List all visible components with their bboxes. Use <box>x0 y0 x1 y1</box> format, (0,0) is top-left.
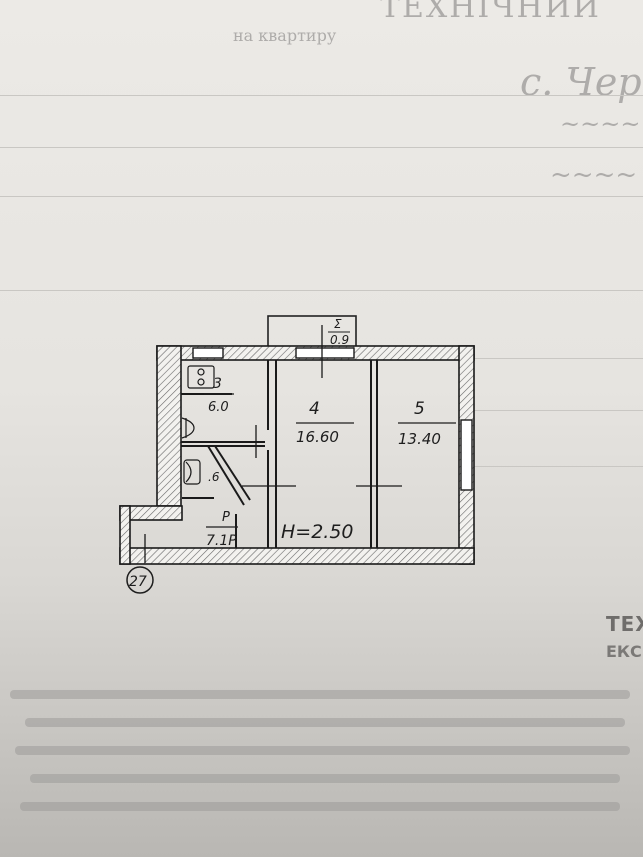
handwritten-line-2: ~~~~ <box>560 110 641 138</box>
section-subtitle: ЕКСПЛІКАЦІЯ <box>606 642 643 661</box>
room-4-label: 4 16.60 <box>296 399 354 446</box>
door-marks <box>144 325 402 563</box>
balcony-area: 0.9 <box>330 333 349 347</box>
room-3-label: 3 6.0 <box>204 376 234 415</box>
room-7-label: P 7.1P <box>206 510 238 549</box>
header-subtitle: на квартиру <box>233 26 337 45</box>
form-line <box>470 410 643 411</box>
room-area: 6.0 <box>208 400 229 415</box>
room-number: 5 <box>414 399 425 419</box>
room-6-label: .6 <box>208 470 220 484</box>
room-5-label: 5 13.40 <box>398 399 456 448</box>
room-number: 4 <box>309 399 320 419</box>
blurred-text-line <box>15 746 630 755</box>
blurred-text-line <box>25 718 625 727</box>
sanitary-fixtures <box>181 365 215 485</box>
form-line <box>0 95 643 96</box>
outer-walls <box>119 345 475 565</box>
form-line <box>470 358 643 359</box>
form-line <box>0 290 643 291</box>
room-area: 16.60 <box>296 428 339 446</box>
windows <box>192 347 473 491</box>
apartment-number-badge: 27 <box>126 566 154 594</box>
form-line <box>0 147 643 148</box>
apartment-number: 27 <box>129 574 147 590</box>
blurred-text-line <box>30 774 620 783</box>
balcony-index: Σ <box>334 317 342 331</box>
room-number: 3 <box>213 376 222 392</box>
room-area: .6 <box>208 470 220 484</box>
handwritten-line-3: ~~~~ <box>550 160 638 190</box>
blurred-text-line <box>20 802 620 811</box>
header-title: ТЕХНІЧНИЙ <box>380 0 601 25</box>
form-line <box>0 196 643 197</box>
room-area: 13.40 <box>398 430 441 448</box>
room-number: P <box>222 510 230 525</box>
handwritten-line-1: с. Чернігів <box>520 60 643 104</box>
room-area: 7.1P <box>206 533 237 549</box>
balcony-label: Σ 0.9 <box>328 317 350 347</box>
form-line <box>470 466 643 467</box>
partitions <box>181 360 378 548</box>
ceiling-height: H=2.50 <box>281 521 354 543</box>
section-title: ТЕХНІЧНА ХАРАКТЕРИСТИКА КВАРТИРИ <box>606 612 643 636</box>
blurred-text-line <box>10 690 630 699</box>
